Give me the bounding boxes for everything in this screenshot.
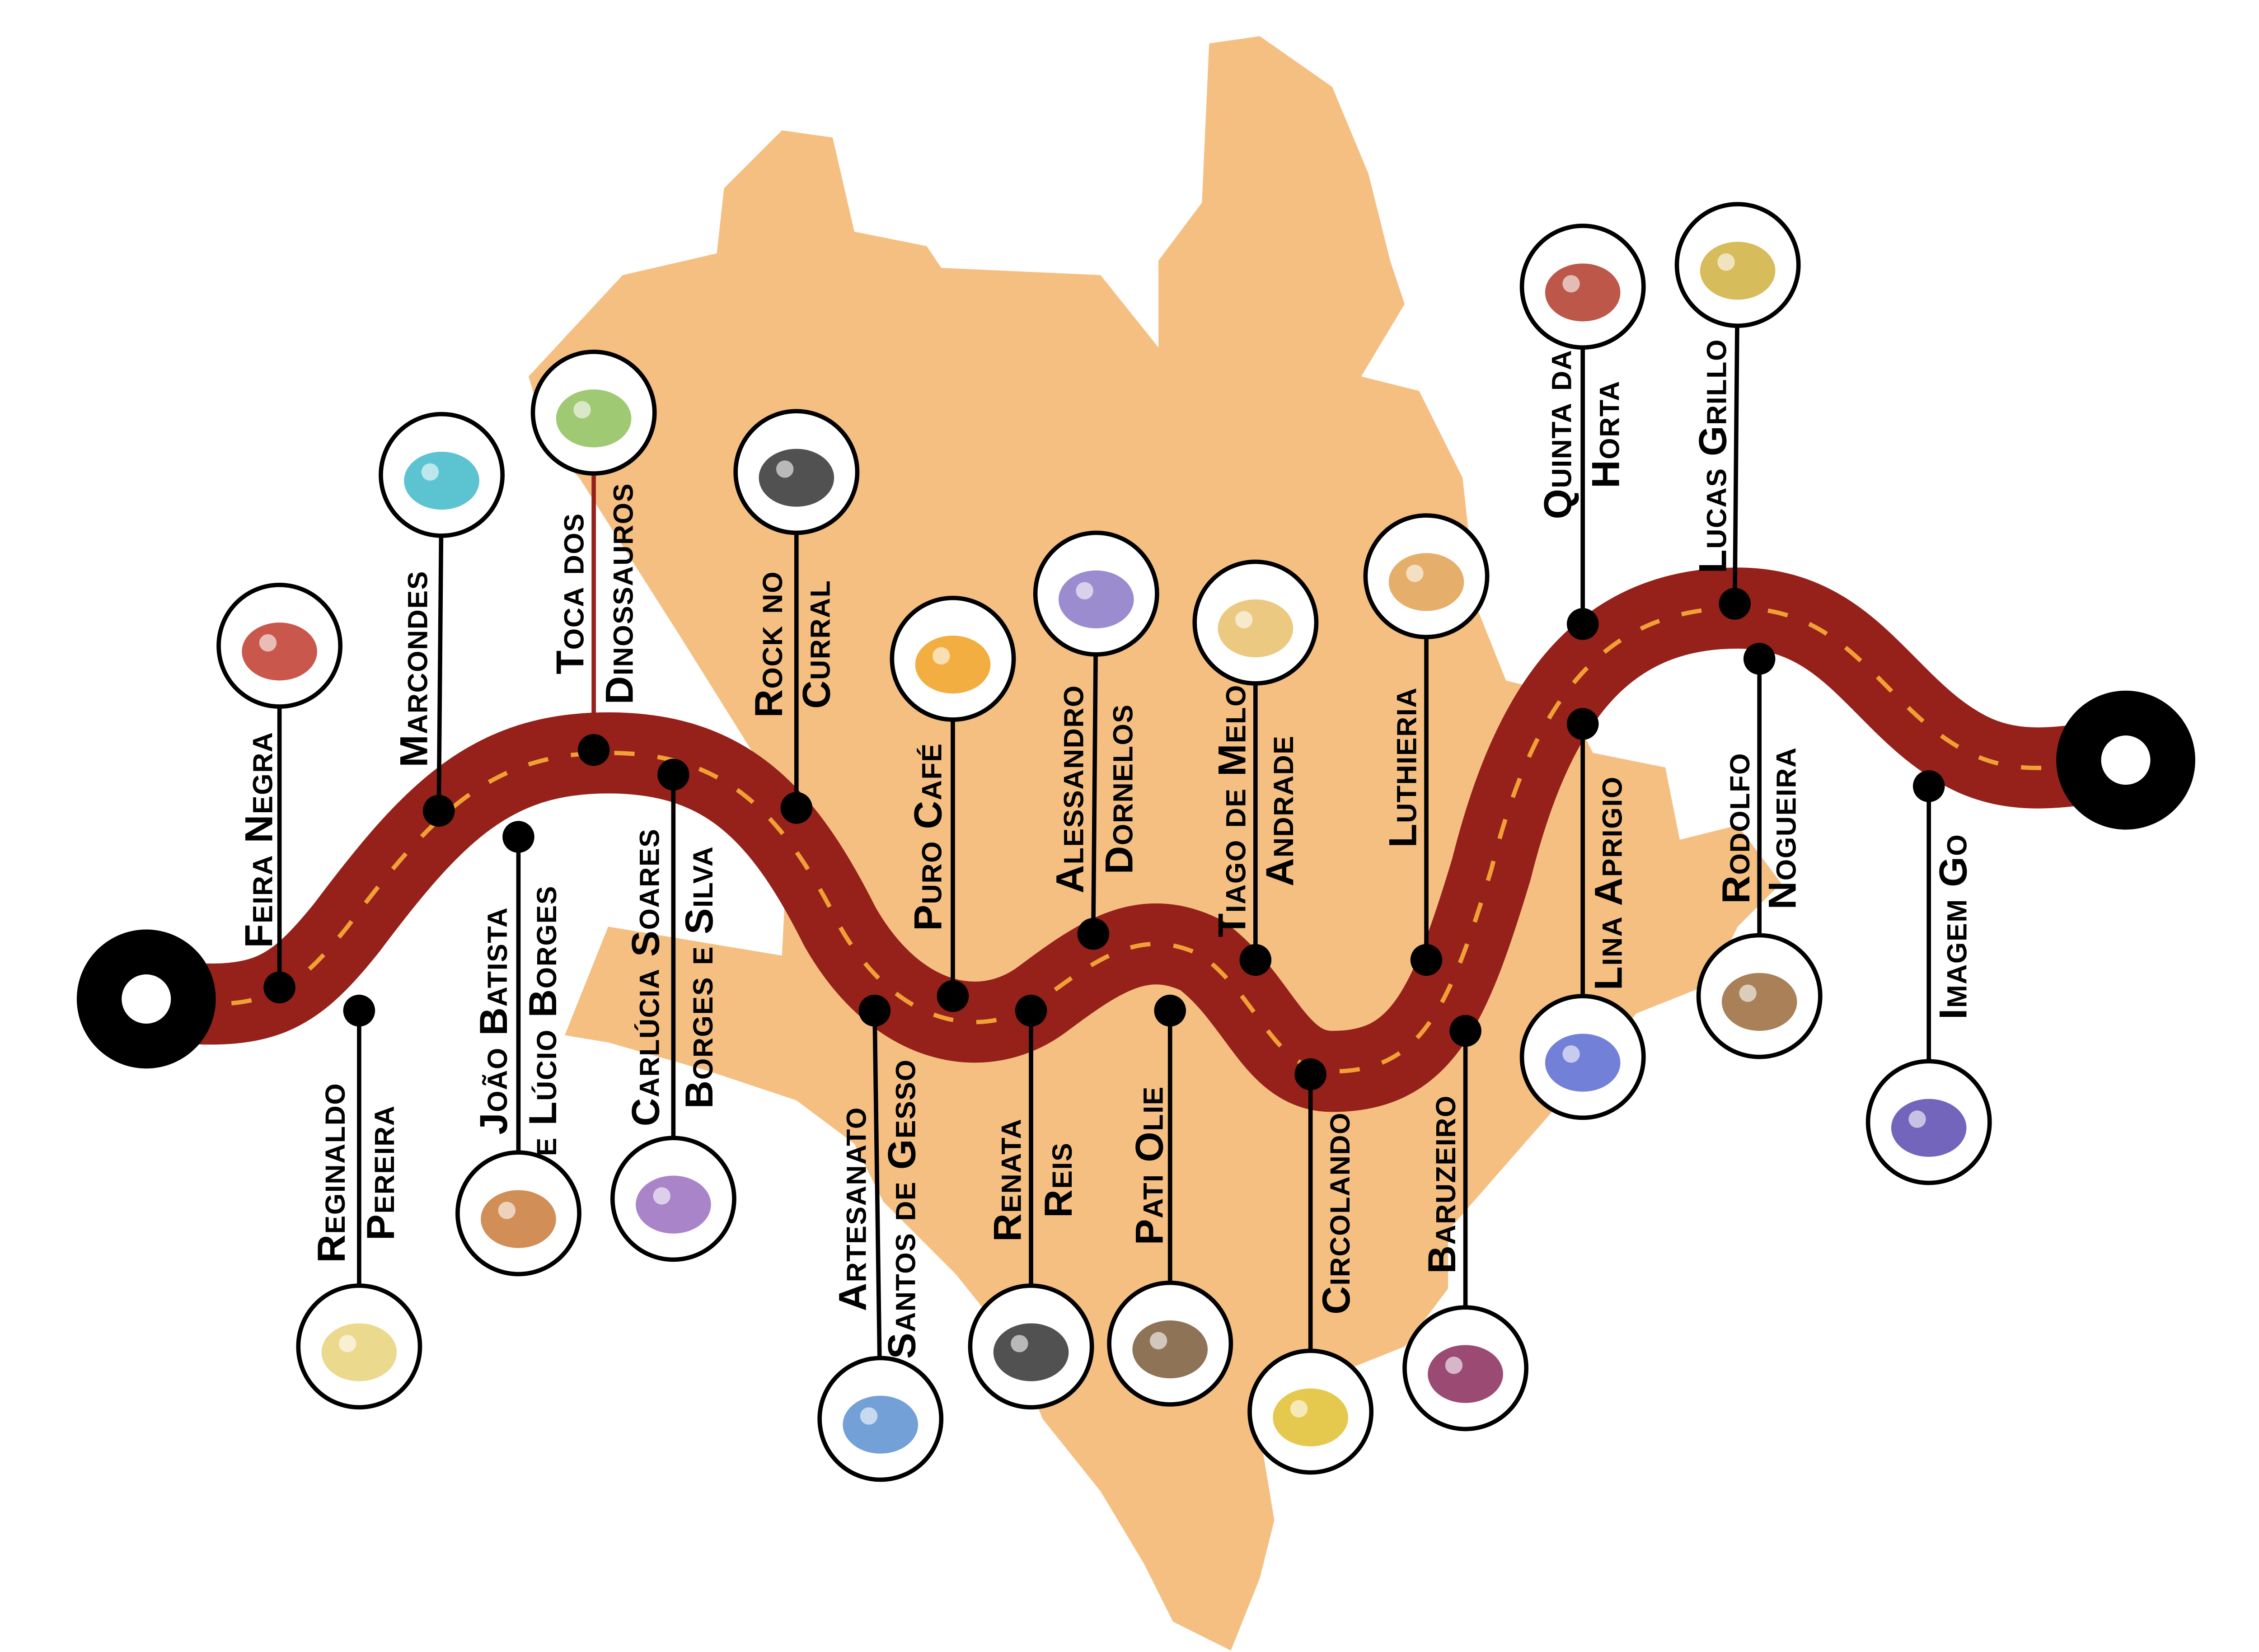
stop-label: Pereira: [359, 1105, 403, 1240]
stop-dot: [343, 994, 375, 1027]
stop-dot: [1294, 1058, 1326, 1090]
stop-dot: [502, 821, 534, 853]
camera-icon: [1865, 1059, 1992, 1185]
stop-label: Curral: [795, 580, 839, 709]
stop-label: Artesanato: [831, 1107, 875, 1311]
stop-label: Reis: [1037, 1142, 1080, 1218]
stop-dot: [1566, 708, 1599, 740]
stop-label: Borges e Silva: [678, 846, 721, 1109]
end-tire-icon: [2056, 690, 2195, 830]
necklace-icon: [1402, 1305, 1529, 1432]
stop-imagem-go: Imagem Go: [1865, 770, 1992, 1185]
stop-marcondes: Marcondes: [379, 412, 505, 827]
paint-palette-icon: [296, 1283, 422, 1410]
steak-plate-icon: [1519, 224, 1646, 350]
camera-icon: [968, 1283, 1094, 1410]
stop-label: Imagem Go: [1932, 834, 1975, 1020]
stop-dot: [1912, 770, 1945, 802]
stop-dot: [657, 758, 689, 791]
stop-dot: [1077, 918, 1110, 950]
fossil-icon: [1696, 933, 1823, 1059]
macarons-icon: [610, 1136, 736, 1262]
stop-dot: [1015, 994, 1047, 1027]
stop-label: Toca dos: [549, 513, 592, 674]
stop-label: Andrade: [1258, 735, 1302, 887]
stop-label: Rodolfo: [1715, 753, 1758, 904]
stop-circolando: Circolando: [1247, 1058, 1374, 1475]
stop-puro-caf-: Puro Café: [890, 595, 1016, 1012]
microphone-icon: [1674, 202, 1801, 328]
woman-headwrap-icon: [216, 583, 343, 709]
stop-label: Marcondes: [393, 571, 436, 768]
stop-label: Luthieria: [1382, 687, 1425, 847]
stop-dot: [858, 994, 891, 1027]
stop-label: Carlúcia Soares: [624, 828, 667, 1127]
stop-label: e Lúcio Borges: [521, 885, 565, 1156]
stop-dot: [937, 980, 969, 1012]
stop-luthieria: Luthieria: [1363, 513, 1490, 976]
stop-dot: [1566, 608, 1599, 640]
open-book-icon: [1192, 559, 1319, 686]
stop-label: Tiago de Melo: [1210, 684, 1254, 937]
books-icon: [1033, 530, 1159, 657]
electric-guitar-icon: [733, 409, 860, 535]
start-tire-icon: [76, 929, 216, 1069]
stop-dot: [1743, 643, 1776, 675]
stop-label: Baruzeiro: [1420, 1095, 1464, 1273]
stop-pati-olie: Pati Olie: [1107, 994, 1233, 1407]
architect-blueprint-icon: [379, 412, 505, 538]
guitar-hat-icon: [455, 1150, 581, 1277]
stop-label: Renata: [986, 1118, 1030, 1242]
juggler-icon: [1247, 1348, 1374, 1475]
stop-label: Feira Negra: [238, 731, 281, 948]
stop-dot: [263, 971, 295, 1004]
stop-carl-cia-soares-borges-e-silva: Carlúcia Soares Borges e Silva: [610, 758, 736, 1262]
stop-label: Reginaldo: [310, 1083, 353, 1263]
stop-dot: [1154, 994, 1186, 1027]
stop-label: João Batista: [472, 907, 516, 1135]
stop-label: Circolando: [1315, 1112, 1358, 1315]
stop-lucas-grillo: Lucas Grillo: [1674, 202, 1801, 620]
stop-label: Quinta da: [1537, 350, 1580, 519]
stop-feira-negra: Feira Negra: [216, 583, 343, 1004]
stop-dot: [1449, 1015, 1481, 1047]
brushes-icon: [817, 1356, 944, 1482]
stop-label: Puro Café: [906, 743, 950, 931]
stop-dot: [577, 734, 610, 766]
stop-label: Horta: [1584, 380, 1627, 488]
pincushion-icon: [1107, 1280, 1233, 1407]
dinosaur-icon: [530, 350, 657, 476]
stop-label: Dornelos: [1097, 704, 1141, 874]
stop-label: Alessandro: [1048, 685, 1092, 893]
road-center-line: [144, 606, 2129, 1074]
stop-label: Pati Olie: [1128, 1086, 1172, 1245]
stop-dot: [780, 792, 813, 824]
stop-dot: [1410, 944, 1443, 976]
stop-label: Rock no: [747, 571, 791, 718]
coffee-cup-icon: [890, 595, 1016, 722]
acoustic-guitar-icon: [1363, 513, 1490, 640]
stop-baruzeiro: Baruzeiro: [1402, 1015, 1529, 1432]
stop-label: Nogueira: [1761, 747, 1804, 909]
teapot-icon: [1519, 994, 1646, 1120]
stop-label: Lucas Grillo: [1691, 339, 1734, 573]
stop-label: Lina Aprigio: [1587, 776, 1631, 990]
stop-lina-aprigio: Lina Aprigio: [1519, 708, 1646, 1120]
stop-dot: [422, 795, 455, 827]
stop-label: Dinossauros: [598, 483, 642, 704]
stop-label: Santos de Gesso: [881, 1059, 924, 1359]
stop-dot: [1719, 588, 1751, 620]
connector-line: [872, 1011, 883, 1419]
stop-dot: [1239, 944, 1272, 976]
